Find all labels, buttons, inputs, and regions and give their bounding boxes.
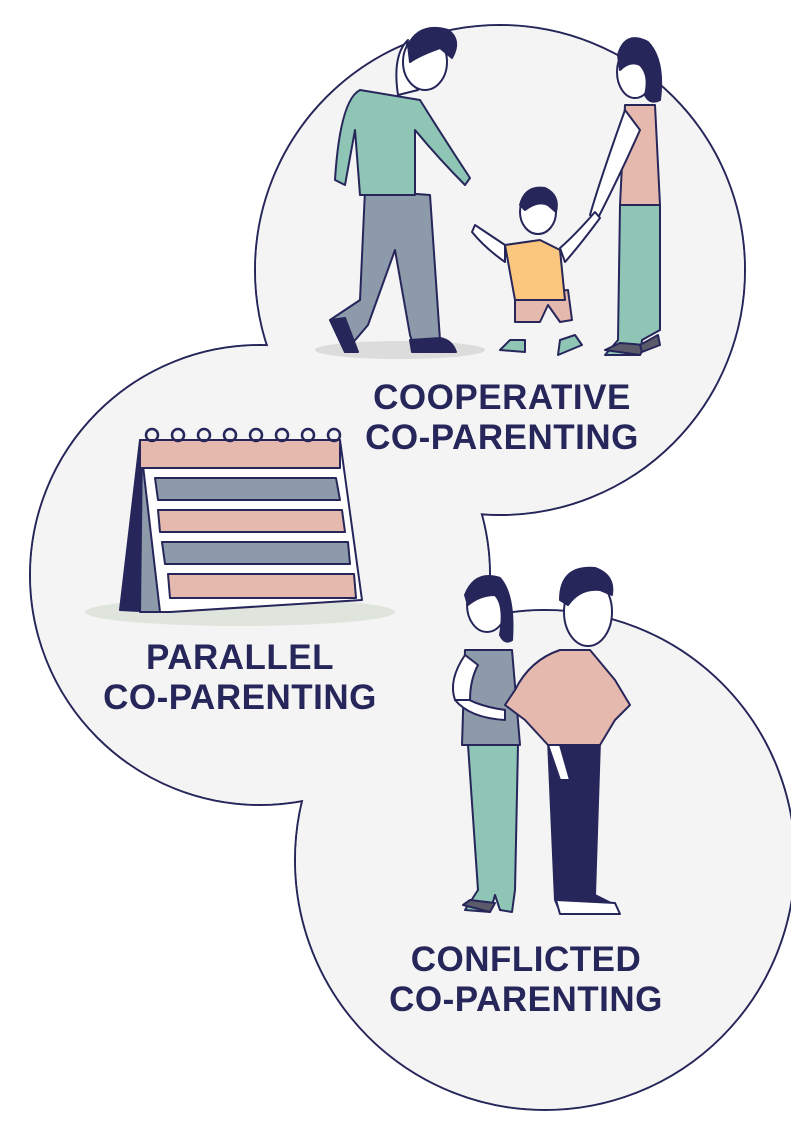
conflicted-line1: CONFLICTED xyxy=(410,940,642,979)
conflicted-coparenting-label: CONFLICTED CO-PARENTING xyxy=(376,940,676,1020)
arguing-couple-illustration xyxy=(452,566,631,915)
conflicted-line2: CO-PARENTING xyxy=(389,980,663,1019)
cooperative-coparenting-label: COOPERATIVE CO-PARENTING xyxy=(352,378,652,458)
parallel-coparenting-label: PARALLEL CO-PARENTING xyxy=(90,638,390,718)
cooperative-line2: CO-PARENTING xyxy=(365,418,639,457)
calendar-icon xyxy=(85,427,395,626)
family-illustration xyxy=(315,26,663,359)
parallel-line2: CO-PARENTING xyxy=(103,678,377,717)
parallel-line1: PARALLEL xyxy=(145,638,335,677)
cooperative-line1: COOPERATIVE xyxy=(373,378,631,417)
bubble-circles xyxy=(29,24,791,1111)
